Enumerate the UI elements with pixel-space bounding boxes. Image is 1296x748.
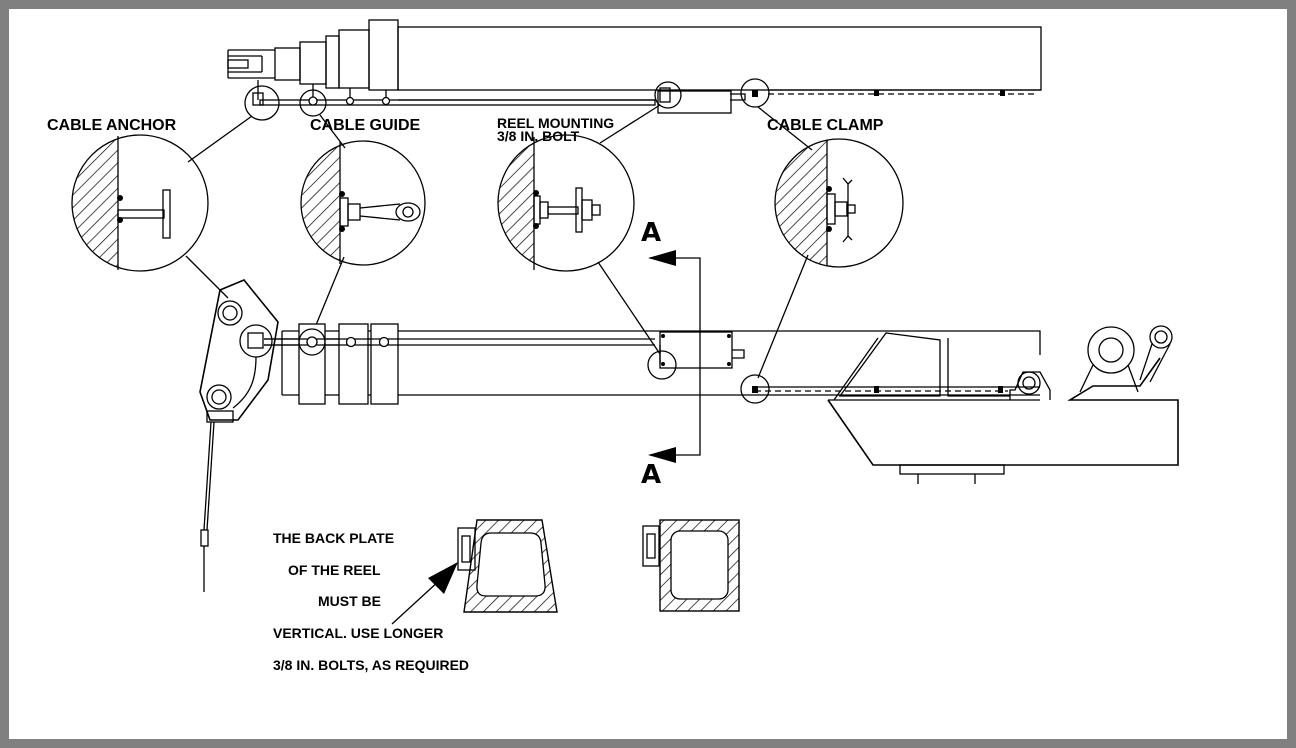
label-reel-mounting: REEL MOUNTING bbox=[497, 115, 614, 131]
crane-base bbox=[827, 325, 1179, 484]
note-arrow bbox=[391, 562, 458, 625]
section-line-a: A A bbox=[641, 218, 701, 490]
label-cable-clamp: CABLE CLAMP bbox=[767, 117, 884, 134]
labels: CABLE ANCHOR CABLE GUIDE REEL MOUNTING 3… bbox=[47, 115, 884, 144]
detail-cable-guide bbox=[300, 140, 426, 266]
leader-lines-top bbox=[185, 104, 813, 379]
lower-boom bbox=[199, 279, 1041, 592]
section-square-boom bbox=[642, 519, 740, 612]
note-line-5: 3/8 IN. BOLTS, AS REQUIRED bbox=[273, 657, 469, 673]
label-reel-bolt: 3/8 IN. BOLT bbox=[497, 128, 580, 144]
note-line-2: OF THE REEL bbox=[288, 562, 381, 578]
section-label-top: A bbox=[641, 218, 661, 248]
label-cable-guide: CABLE GUIDE bbox=[310, 117, 421, 134]
label-cable-anchor: CABLE ANCHOR bbox=[47, 117, 177, 134]
top-boom bbox=[227, 19, 1042, 121]
note-line-3: MUST BE bbox=[318, 593, 381, 609]
detail-reel-mounting bbox=[497, 134, 635, 272]
note-line-1: THE BACK PLATE bbox=[273, 530, 394, 546]
section-label-bottom: A bbox=[641, 460, 661, 490]
note-text: THE BACK PLATE OF THE REEL MUST BE VERTI… bbox=[273, 530, 469, 673]
detail-cable-anchor bbox=[71, 134, 209, 272]
section-tapered-boom bbox=[457, 519, 558, 613]
detail-cable-clamp bbox=[774, 138, 904, 268]
note-line-4: VERTICAL. USE LONGER bbox=[273, 625, 443, 641]
